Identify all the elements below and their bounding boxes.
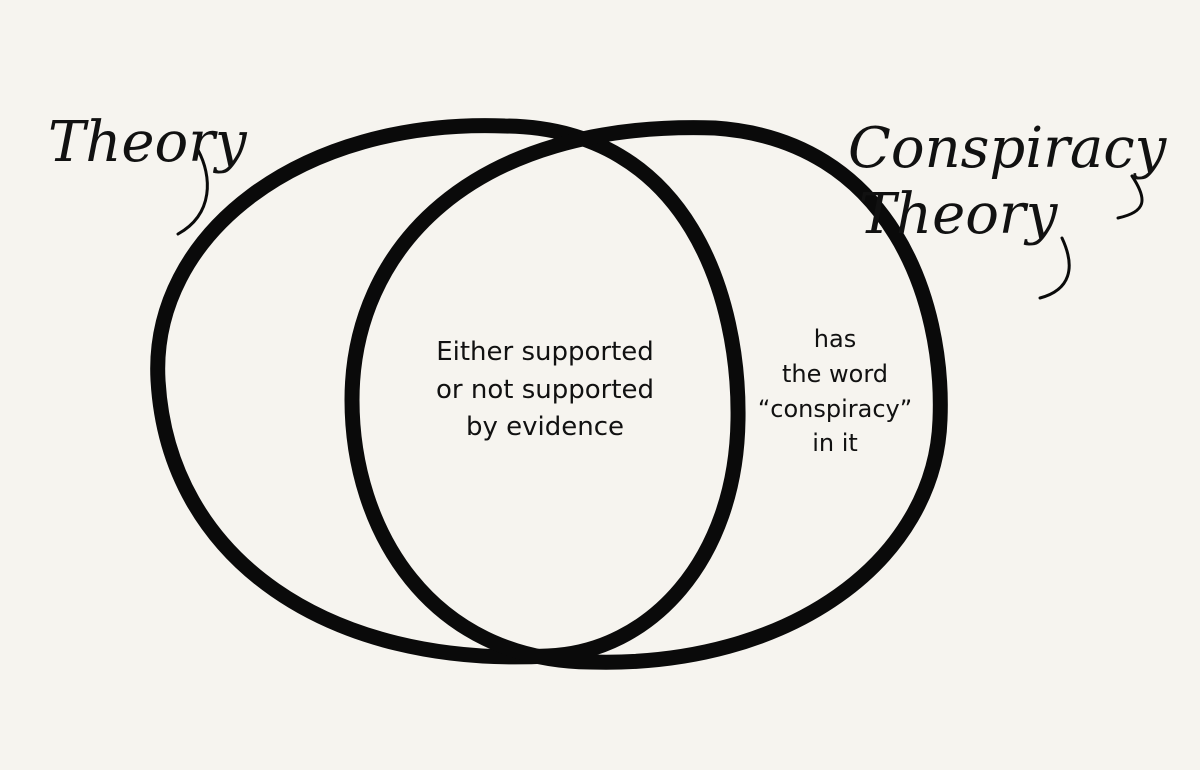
left-circle-theory [150, 118, 746, 665]
right-circle-conspiracy-theory [344, 120, 948, 670]
right-set-label-line-1: Conspiracy [848, 116, 1167, 181]
intersection-text-line-3: by evidence [465, 412, 625, 443]
intersection-text-line-2: or not supported [435, 374, 655, 405]
right-set-label-line-2: Theory [858, 181, 1058, 247]
right-only-region-text: has the word “conspiracy” in it [735, 322, 935, 461]
right-only-text-line-3: “conspiracy” [757, 394, 913, 423]
right-only-text-line-2: the word [781, 359, 888, 388]
left-set-label: Theory [48, 110, 247, 175]
right-only-text-line-4: in it [812, 429, 858, 458]
conspiracy-label-connector [1116, 174, 1144, 220]
theory-label-connector [176, 148, 209, 236]
right-set-label: Conspiracy Theory [848, 116, 1167, 247]
conspiracy-theory-label-connector [1038, 236, 1071, 300]
intersection-text-line-1: Either supported [436, 337, 654, 367]
intersection-region-text: Either supported or not supported by evi… [395, 334, 695, 447]
right-only-text-line-1: has [813, 325, 857, 353]
